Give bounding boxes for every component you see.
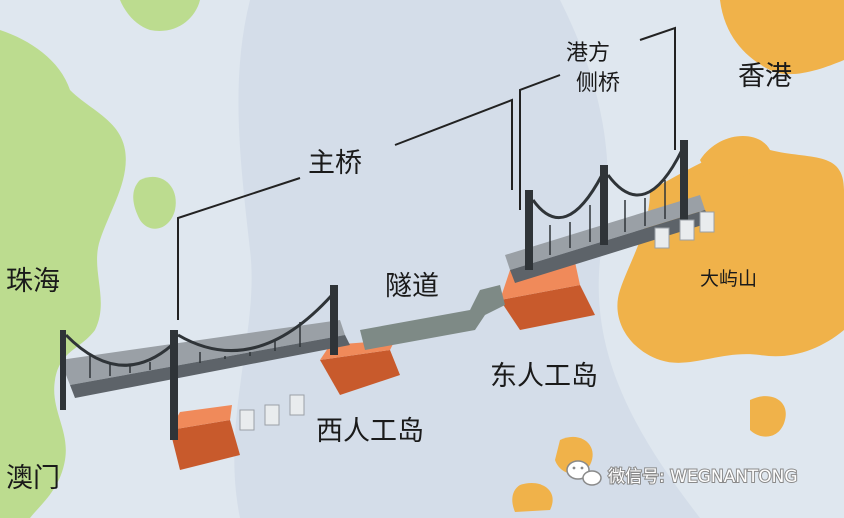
hk-side-bracket-right bbox=[639, 26, 676, 150]
wechat-icon bbox=[566, 460, 602, 486]
hk-side-bracket-left bbox=[519, 74, 561, 210]
zhuhai-land bbox=[0, 30, 126, 518]
main-bridge-bracket-right bbox=[394, 98, 513, 190]
label-hongkong: 香港 bbox=[738, 61, 792, 92]
label-main-bridge: 主桥 bbox=[308, 148, 362, 179]
hongkong-land bbox=[720, 0, 844, 75]
zhuhai-islet-top bbox=[120, 0, 200, 31]
label-tunnel: 隧道 bbox=[385, 271, 439, 302]
tunnel-path bbox=[360, 285, 505, 350]
label-east-island: 东人工岛 bbox=[490, 361, 598, 392]
watermark: 微信号: WEGNANTONG bbox=[566, 460, 799, 488]
zhuhai-landing-island bbox=[170, 405, 240, 470]
watermark-text: 微信号: WEGNANTONG bbox=[608, 467, 798, 487]
label-lantau: 大屿山 bbox=[700, 268, 757, 290]
zhuhai-islet-mid bbox=[133, 176, 176, 229]
main-bridge bbox=[60, 285, 350, 440]
label-west-island: 西人工岛 bbox=[316, 416, 424, 447]
label-macau: 澳门 bbox=[6, 463, 60, 494]
label-hk-side-bridge-2: 侧桥 bbox=[576, 71, 620, 96]
small-islet-3 bbox=[512, 482, 553, 512]
main-bridge-bracket-left bbox=[177, 177, 301, 320]
lantau-north-tip bbox=[700, 136, 770, 182]
label-hk-side-bridge-1: 港方 bbox=[566, 41, 610, 66]
label-zhuhai: 珠海 bbox=[6, 266, 60, 297]
small-islet-1 bbox=[750, 396, 786, 437]
lantau-land bbox=[617, 148, 844, 363]
hk-side-bridge bbox=[505, 140, 715, 283]
